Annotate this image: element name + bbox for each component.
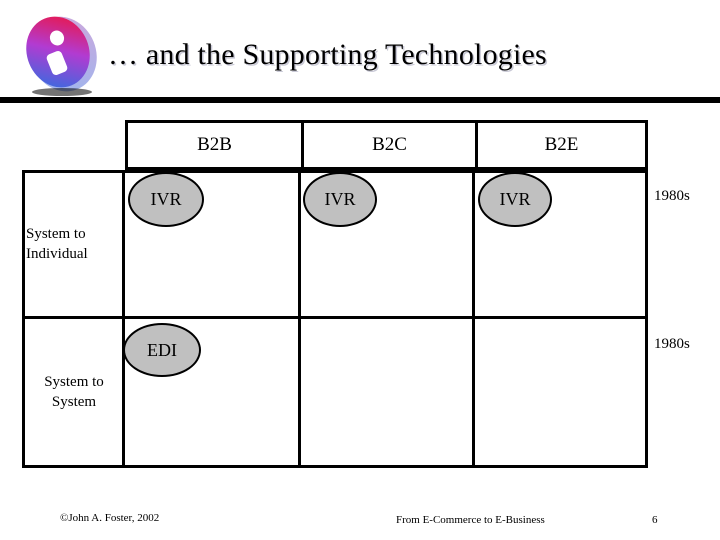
matrix-node-edi-b2b: EDI	[123, 323, 201, 377]
slide-footer: ©John A. Foster, 2002 From E-Commerce to…	[0, 500, 720, 540]
matrix-column-header-b2b: B2B	[125, 120, 301, 170]
footer-copyright: ©John A. Foster, 2002	[60, 512, 160, 524]
header-divider	[0, 97, 720, 103]
footer-page-number: 6	[652, 514, 658, 526]
matrix-row-label-line: System to	[26, 226, 86, 242]
matrix-row-label-line: System	[51, 394, 97, 410]
matrix-row-label-line: Individual	[26, 246, 88, 262]
matrix-row-label-system-to-system: System to System	[26, 372, 122, 412]
matrix-node-label: IVR	[499, 189, 531, 209]
matrix-column-divider-1	[122, 170, 125, 468]
matrix-column-header-label: B2E	[544, 134, 579, 155]
matrix-row-label-line: System to	[44, 374, 104, 390]
matrix-node-ivr-b2c: IVR	[303, 172, 377, 227]
matrix-era-label-row1: 1980s	[654, 188, 690, 204]
slide-header: … and the Supporting Technologies	[0, 0, 720, 104]
matrix-column-divider-2	[298, 170, 301, 468]
matrix-era-label-row2: 1980s	[654, 336, 690, 352]
matrix-column-header-label: B2C	[372, 134, 407, 155]
footer-source-title: From E-Commerce to E-Business	[396, 514, 545, 526]
matrix-column-header-b2c: B2C	[301, 120, 475, 170]
matrix-row-divider	[22, 316, 648, 319]
matrix-node-label: IVR	[150, 189, 182, 209]
matrix-column-header-b2e: B2E	[475, 120, 648, 170]
matrix-row-label-system-to-individual: System to Individual	[26, 224, 122, 264]
matrix-node-label: IVR	[324, 189, 356, 209]
matrix-column-header-label: B2B	[197, 134, 232, 155]
matrix-column-divider-3	[472, 170, 475, 468]
matrix-node-ivr-b2b: IVR	[128, 172, 204, 227]
page-title: … and the Supporting Technologies	[108, 38, 547, 71]
matrix-node-label: EDI	[147, 339, 177, 360]
matrix-grid-frame	[22, 170, 648, 468]
stylized-e-logo-icon	[16, 12, 104, 96]
technology-matrix: B2B B2C B2E System to Individual System …	[0, 104, 720, 484]
matrix-node-ivr-b2e: IVR	[478, 172, 552, 227]
